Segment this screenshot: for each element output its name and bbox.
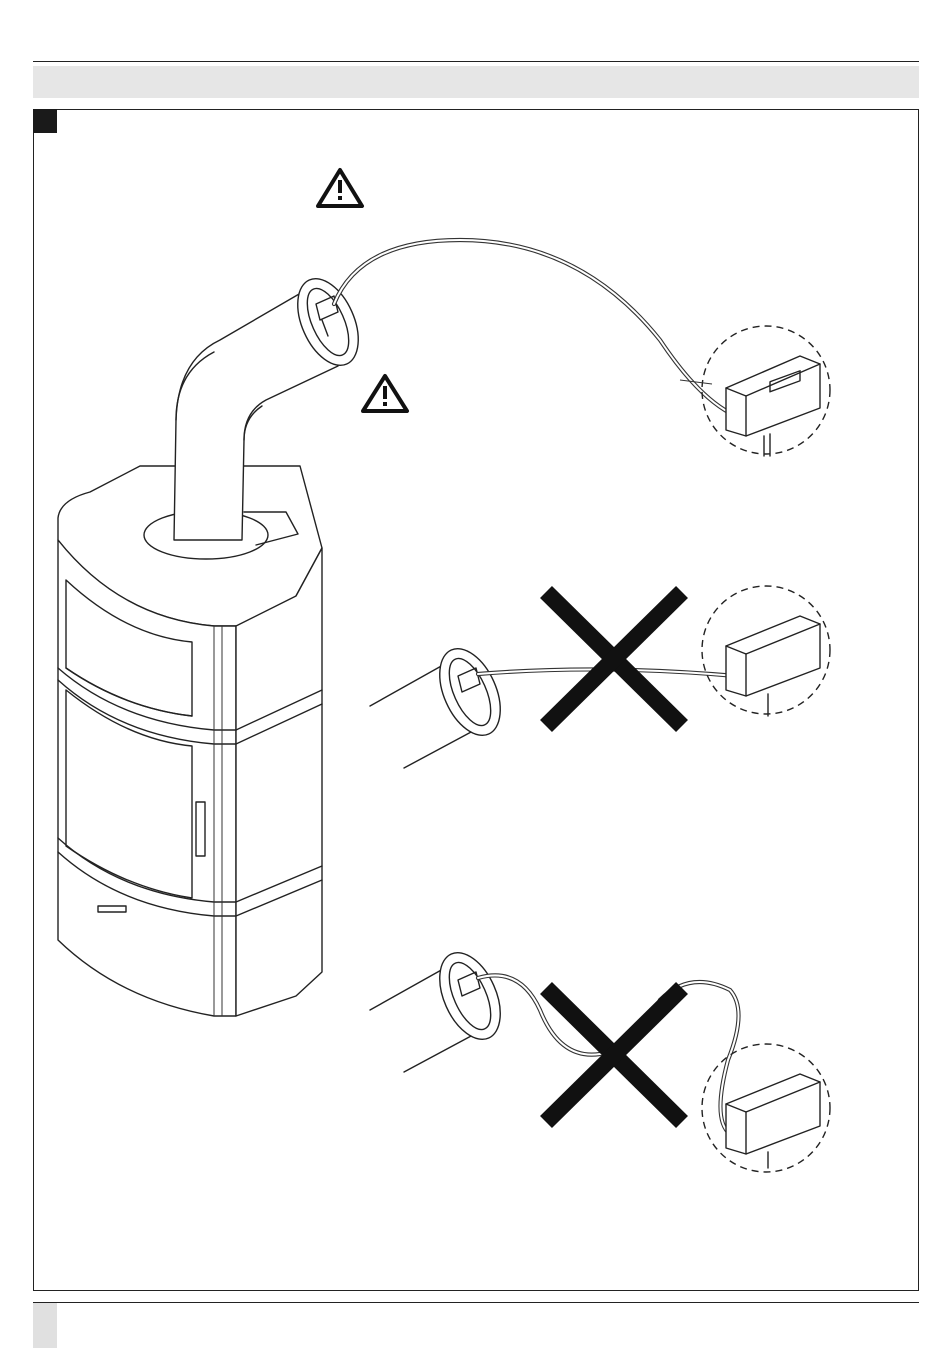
control-unit-middle xyxy=(702,586,830,716)
stove-illustration xyxy=(58,466,322,1016)
cross-out-icon xyxy=(546,592,682,726)
flue-pipe-middle xyxy=(370,639,512,768)
warning-triangle-icon xyxy=(363,376,407,411)
cross-out-icon xyxy=(546,988,682,1122)
warning-triangle-icon xyxy=(318,170,362,206)
bottom-rule xyxy=(33,1302,919,1303)
footer-tab xyxy=(33,1303,57,1348)
flue-pipe-bottom xyxy=(370,943,512,1072)
